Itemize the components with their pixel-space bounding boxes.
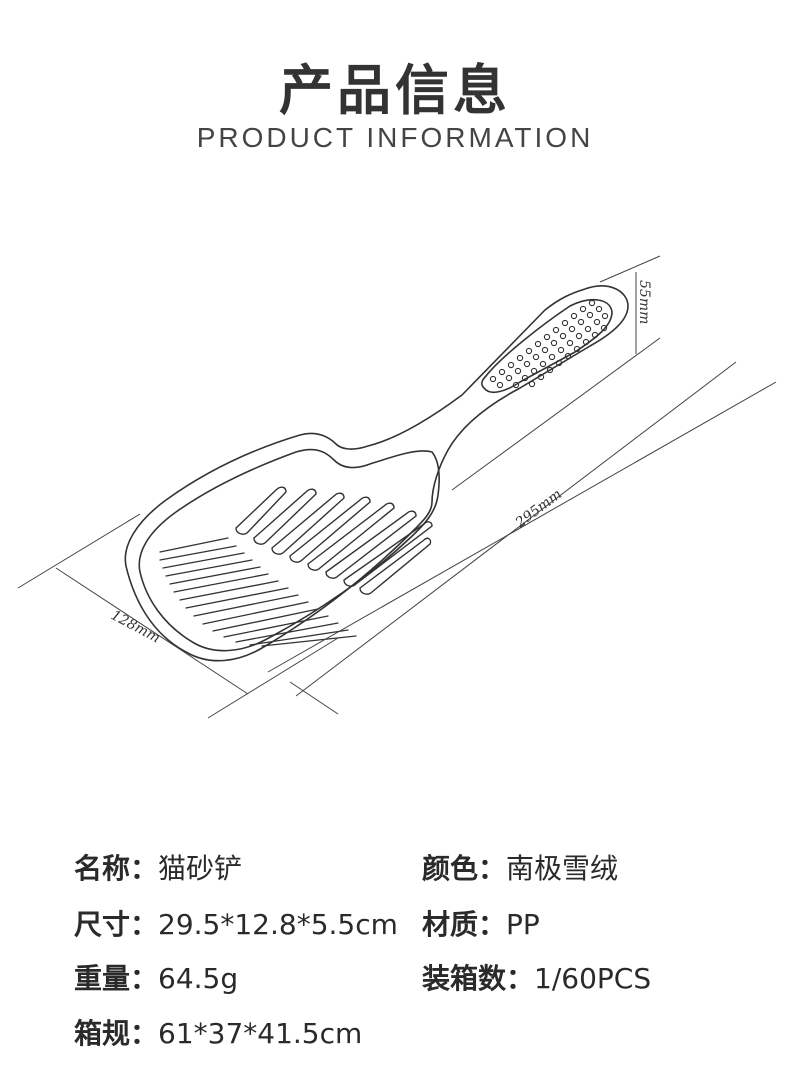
scoop-outline — [124, 285, 629, 662]
spec-size: 尺寸：29.5*12.8*5.5cm — [74, 905, 398, 945]
spec-carton-qty: 装箱数：1/60PCS — [422, 959, 651, 999]
spec-weight: 重量：64.5g — [74, 959, 238, 999]
dimension-lines — [17, 255, 777, 719]
spec-label: 名称： — [74, 852, 159, 885]
scoop-long-slots — [235, 486, 433, 595]
spec-carton-size: 箱规：61*37*41.5cm — [74, 1014, 362, 1054]
spec-label: 颜色： — [422, 852, 507, 885]
spec-name: 名称：猫砂铲 — [74, 849, 242, 889]
page-title: 产品信息 — [279, 59, 511, 122]
spec-value: 64.5g — [158, 962, 239, 995]
spec-value: 61*37*41.5cm — [158, 1017, 363, 1050]
spec-value: 29.5*12.8*5.5cm — [158, 908, 398, 941]
spec-color: 颜色：南极雪绒 — [422, 849, 618, 889]
spec-label: 重量： — [74, 962, 159, 995]
spec-value: PP — [506, 908, 540, 941]
spec-label: 材质： — [422, 908, 507, 941]
handle-grip-dots — [489, 299, 609, 389]
spec-label: 箱规： — [74, 1017, 159, 1050]
page-subtitle: PRODUCT INFORMATION — [196, 122, 594, 153]
spec-value: 猫砂铲 — [158, 852, 243, 885]
handle-grip-outline — [481, 299, 613, 394]
litter-scoop-drawing: 295mm 128mm 55mm — [17, 255, 777, 719]
dimension-length-label: 295mm — [512, 486, 565, 531]
spec-value: 1/60PCS — [534, 962, 652, 995]
spec-material: 材质：PP — [422, 905, 540, 945]
spec-label: 装箱数： — [422, 962, 535, 995]
spec-label: 尺寸： — [74, 908, 159, 941]
spec-value: 南极雪绒 — [506, 852, 619, 885]
dimension-width-label: 128mm — [108, 607, 163, 646]
scoop-comb-slots — [159, 537, 357, 647]
dimension-height-label: 55mm — [636, 280, 652, 324]
scoop-inner-outline — [138, 448, 440, 652]
